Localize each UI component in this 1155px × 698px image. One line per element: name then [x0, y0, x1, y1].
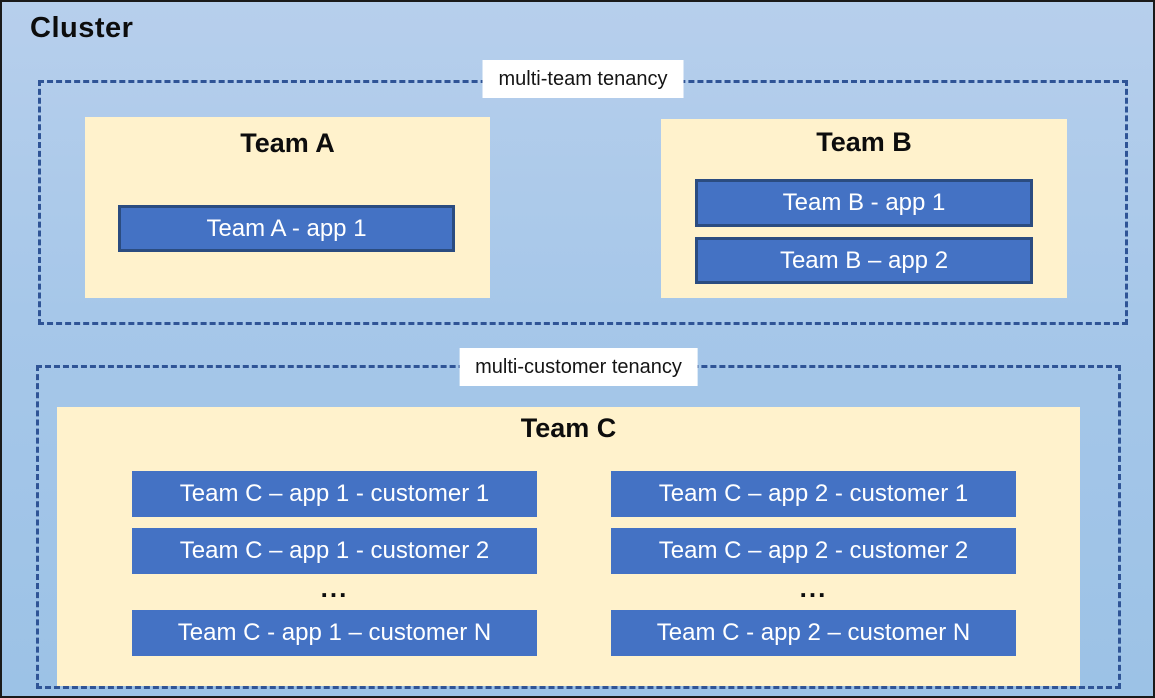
team-c-box: Team C Team C – app 1 - customer 1 Team … [57, 407, 1080, 686]
team-c-app2-customer-2: Team C – app 2 - customer 2 [611, 528, 1016, 574]
team-b-app-2: Team B – app 2 [695, 237, 1033, 284]
team-a-box: Team A Team A - app 1 [85, 117, 490, 298]
cluster-title: Cluster [30, 12, 134, 44]
team-c-title: Team C [520, 413, 617, 443]
team-c-app1-customer-2: Team C – app 1 - customer 2 [132, 528, 537, 574]
team-c-app1-customer-n: Team C - app 1 – customer N [132, 610, 537, 656]
team-c-app1-ellipsis: ... [320, 573, 349, 603]
team-b-box: Team B Team B - app 1 Team B – app 2 [661, 119, 1067, 298]
team-c-app2-column: Team C – app 2 - customer 1 Team C – app… [611, 407, 1016, 686]
multi-team-tenancy-label: multi-team tenancy [482, 60, 684, 98]
team-a-app-1: Team A - app 1 [118, 205, 455, 252]
team-c-app1-customer-1: Team C – app 1 - customer 1 [132, 471, 537, 517]
team-c-app1-column: Team C – app 1 - customer 1 Team C – app… [132, 407, 537, 686]
multi-customer-tenancy-label: multi-customer tenancy [459, 348, 698, 386]
multi-team-tenancy-box: multi-team tenancy Team A Team A - app 1… [38, 60, 1128, 325]
team-c-app2-ellipsis: ... [799, 573, 828, 603]
team-c-app2-customer-n: Team C - app 2 – customer N [611, 610, 1016, 656]
team-b-title: Team B [816, 127, 912, 157]
team-c-app2-customer-1: Team C – app 2 - customer 1 [611, 471, 1016, 517]
team-a-title: Team A [240, 128, 335, 158]
multi-customer-tenancy-box: multi-customer tenancy Team C Team C – a… [36, 348, 1121, 689]
team-b-app-1: Team B - app 1 [695, 179, 1033, 227]
